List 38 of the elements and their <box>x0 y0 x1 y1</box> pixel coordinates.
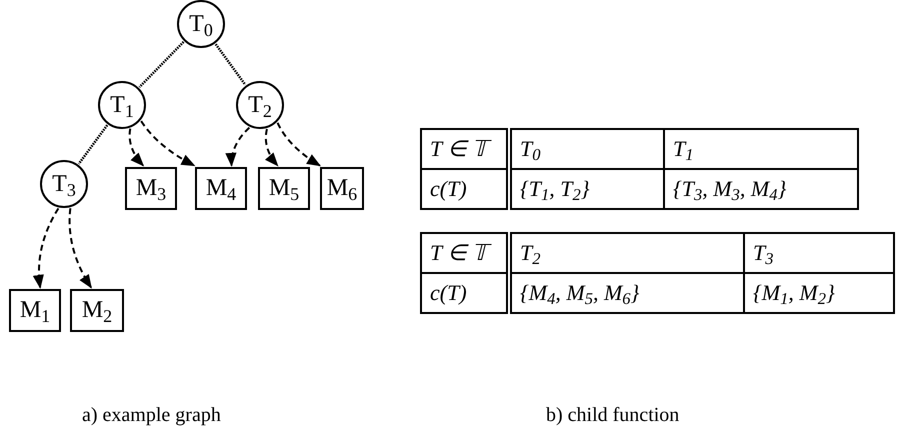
table-cell-text: {M$_{4}$, M$_{5}$, M$_{6}$} <box>520 280 640 305</box>
leaf-node-box <box>9 288 61 332</box>
dashed-arrow <box>264 128 278 167</box>
dashed-arrow <box>128 128 144 167</box>
dotted-line <box>78 124 108 165</box>
dotted-line <box>214 43 246 86</box>
caption: b) child function <box>546 403 680 428</box>
node-label: M$_{4}$ <box>206 176 236 200</box>
caption: a) example graph <box>82 403 221 428</box>
node-label: M$_{5}$ <box>268 176 300 200</box>
dotted-line <box>138 41 184 88</box>
table-cell-text: T$_{0}$ <box>520 136 540 161</box>
table-cell-text: T$_{1}$ <box>673 136 694 161</box>
dashed-arrow <box>226 126 250 167</box>
dashed-arrow <box>276 122 321 166</box>
leaf-node-box <box>125 166 177 210</box>
node-label: T$_{2}$ <box>248 93 272 117</box>
dashed-arrow <box>68 208 92 289</box>
table-cell-text: {T$_{1}$, T$_{2}$} <box>520 176 590 201</box>
node-label: T$_{0}$ <box>189 12 213 36</box>
table-cell-text: {M$_{1}$, M$_{2}$} <box>753 280 835 305</box>
node-label: T$_{1}$ <box>110 93 134 117</box>
dashed-arrow <box>140 120 196 166</box>
table-cell-text: T$_{3}$ <box>753 240 774 265</box>
node-label: T$_{3}$ <box>52 172 76 196</box>
table-cell-text: T$_{2}$ <box>520 240 540 265</box>
table-cell-text: c(T) <box>430 176 467 201</box>
node-label: M$_{2}$ <box>82 298 112 322</box>
leaf-node-box <box>320 166 364 210</box>
table-cell-text: {T$_{3}$, M$_{3}$, M$_{4}$} <box>673 176 786 201</box>
leaf-node-box <box>70 288 124 332</box>
leaf-node-box <box>258 166 310 210</box>
node-label: M$_{3}$ <box>136 176 166 200</box>
node-label: M$_{1}$ <box>20 298 50 322</box>
leaf-node-box <box>195 166 247 210</box>
dashed-arrow <box>33 208 60 289</box>
table-cell-text: c(T) <box>430 280 467 305</box>
node-label: M$_{6}$ <box>326 176 358 200</box>
